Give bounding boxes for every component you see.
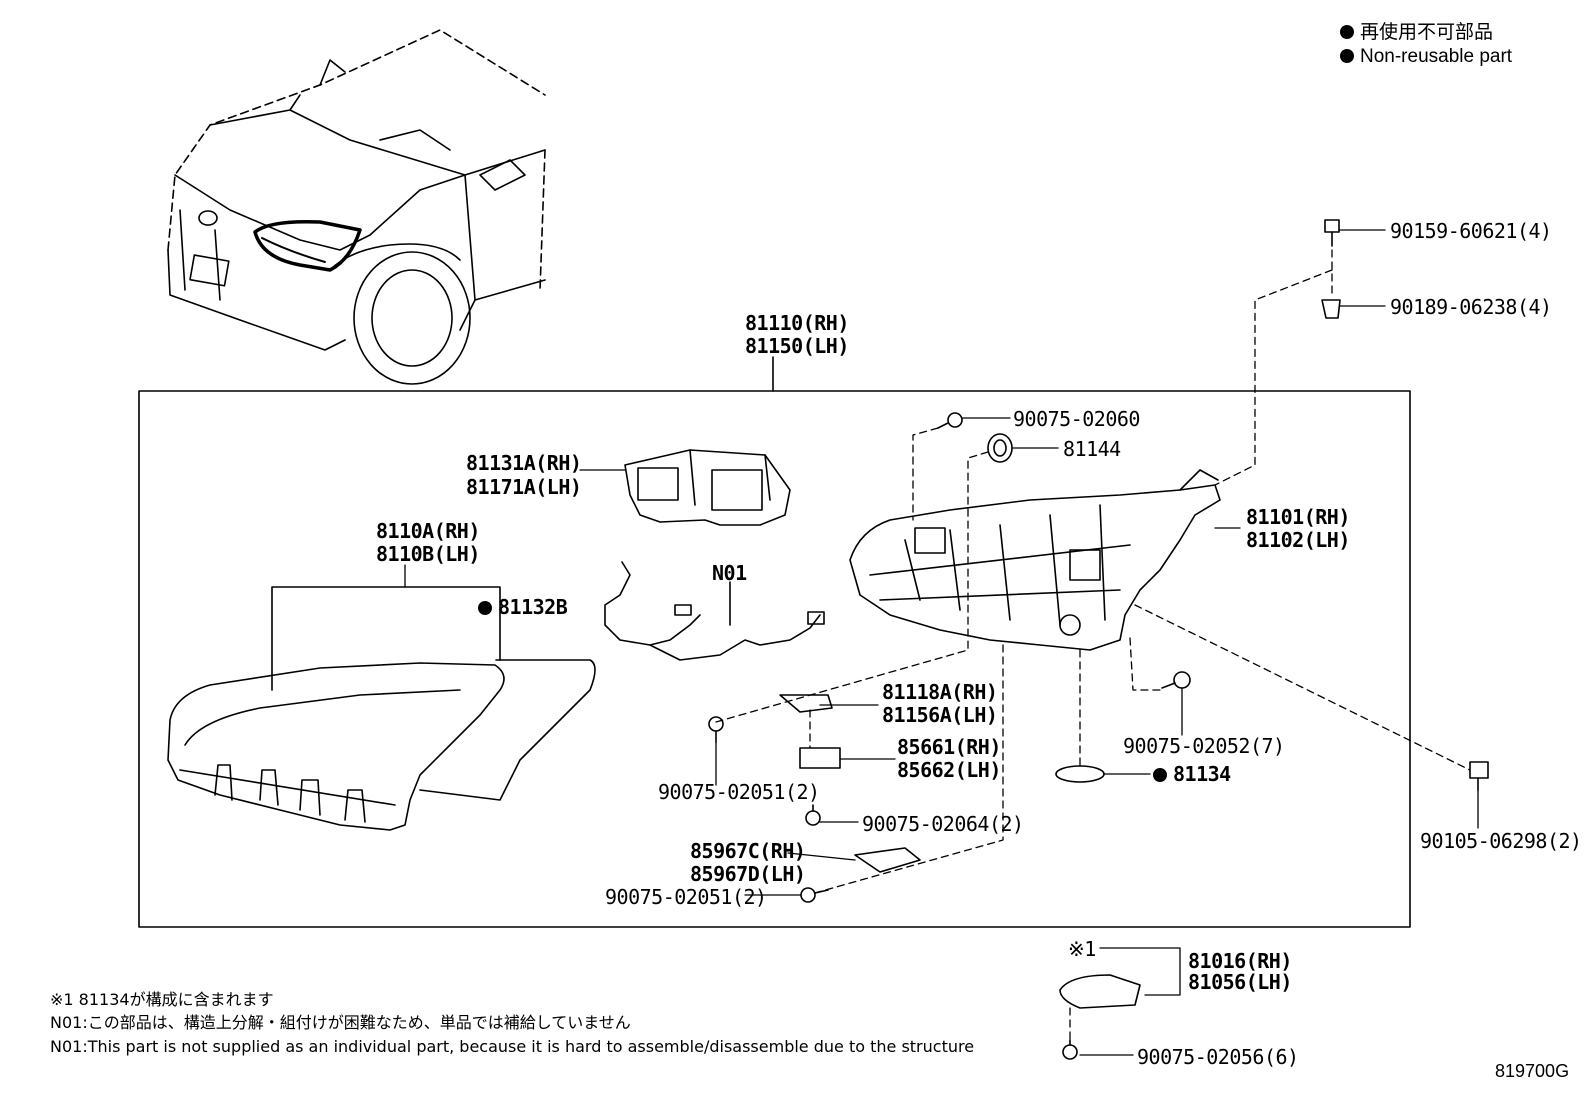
legend-text-en: Non-reusable part	[1360, 46, 1513, 67]
part-label-n01[interactable]: N01	[712, 561, 747, 585]
part-label-90159[interactable]: 90159-60621(4)	[1390, 219, 1552, 243]
part-label-90075-02051-b[interactable]: 90075-02051(2)	[605, 885, 767, 909]
part-label-90105-06298[interactable]: 90105-06298(2)	[1420, 829, 1582, 853]
part-label-90075-02056[interactable]: 90075-02056(6)	[1137, 1045, 1299, 1069]
part-label-81131a-rh[interactable]: 81131A(RH)	[466, 451, 582, 475]
legend-text-jp: 再使用不可部品	[1360, 22, 1494, 43]
part-label-90075-02051-a[interactable]: 90075-02051(2)	[658, 780, 820, 804]
headlamp-housing-illustration	[849, 469, 1221, 651]
projector-module-illustration	[624, 449, 791, 526]
part-label-81102-lh[interactable]: 81102(LH)	[1246, 528, 1350, 552]
part-label-81016-rh[interactable]: 81016(RH)	[1188, 949, 1292, 973]
part-label-81056-lh[interactable]: 81056(LH)	[1188, 970, 1292, 994]
non-reusable-dot-icon	[1153, 768, 1167, 782]
part-label-90075-02060[interactable]: 90075-02060	[1013, 407, 1140, 431]
legend-item-en: Non-reusable part	[1340, 46, 1512, 68]
note-line-1: ※1 81134が構成に含まれます	[50, 990, 274, 1009]
headlamp-lens-illustration	[167, 586, 596, 831]
part-label-90189[interactable]: 90189-06238(4)	[1390, 295, 1552, 319]
part-label-90075-02064[interactable]: 90075-02064(2)	[862, 812, 1024, 836]
assembly-boundary-box	[138, 390, 1411, 928]
fastener-illustrations	[708, 219, 1489, 1060]
part-label-81132b[interactable]: 81132B	[478, 595, 568, 619]
assembly-dashed-lines	[715, 249, 1471, 1041]
vehicle-illustration	[167, 29, 546, 385]
non-reusable-dot-icon	[478, 601, 492, 615]
part-label-81150-lh[interactable]: 81150(LH)	[745, 334, 849, 358]
legend-item-jp: 再使用不可部品	[1340, 22, 1493, 44]
part-label-85661-rh[interactable]: 85661(RH)	[897, 735, 1001, 759]
part-label-90075-02052[interactable]: 90075-02052(7)	[1123, 734, 1285, 758]
part-label-81144[interactable]: 81144	[1063, 437, 1121, 461]
part-label-81171a-lh[interactable]: 81171A(LH)	[466, 475, 582, 499]
non-reusable-dot-icon	[1340, 49, 1354, 63]
part-label-81101-rh[interactable]: 81101(RH)	[1246, 505, 1350, 529]
part-label-85662-lh[interactable]: 85662(LH)	[897, 758, 1001, 782]
non-reusable-dot-icon	[1340, 25, 1354, 39]
part-label-85967d-lh[interactable]: 85967D(LH)	[690, 862, 806, 886]
wire-harness-illustration	[604, 561, 825, 661]
part-label-81110-rh[interactable]: 81110(RH)	[745, 311, 849, 335]
part-label-8110a-rh[interactable]: 8110A(RH)	[376, 519, 480, 543]
footnote-mark-1: ※1	[1068, 937, 1096, 961]
leader-lines	[404, 229, 1479, 1056]
note-line-3: N01:This part is not supplied as an indi…	[50, 1037, 975, 1056]
part-label-81134[interactable]: 81134	[1153, 763, 1231, 785]
part-label-81156a-lh[interactable]: 81156A(LH)	[882, 703, 998, 727]
part-label-8110b-lh[interactable]: 8110B(LH)	[376, 542, 480, 566]
part-number-81132b: 81132B	[498, 595, 568, 619]
part-number-81134: 81134	[1173, 762, 1231, 786]
part-label-81118a-rh[interactable]: 81118A(RH)	[882, 680, 998, 704]
note-line-2: N01:この部品は、構造上分解・組付けが困難なため、単品では補給していません	[50, 1013, 631, 1032]
figure-id: 819700G	[1495, 1061, 1570, 1081]
part-label-85967c-rh[interactable]: 85967C(RH)	[690, 839, 806, 863]
